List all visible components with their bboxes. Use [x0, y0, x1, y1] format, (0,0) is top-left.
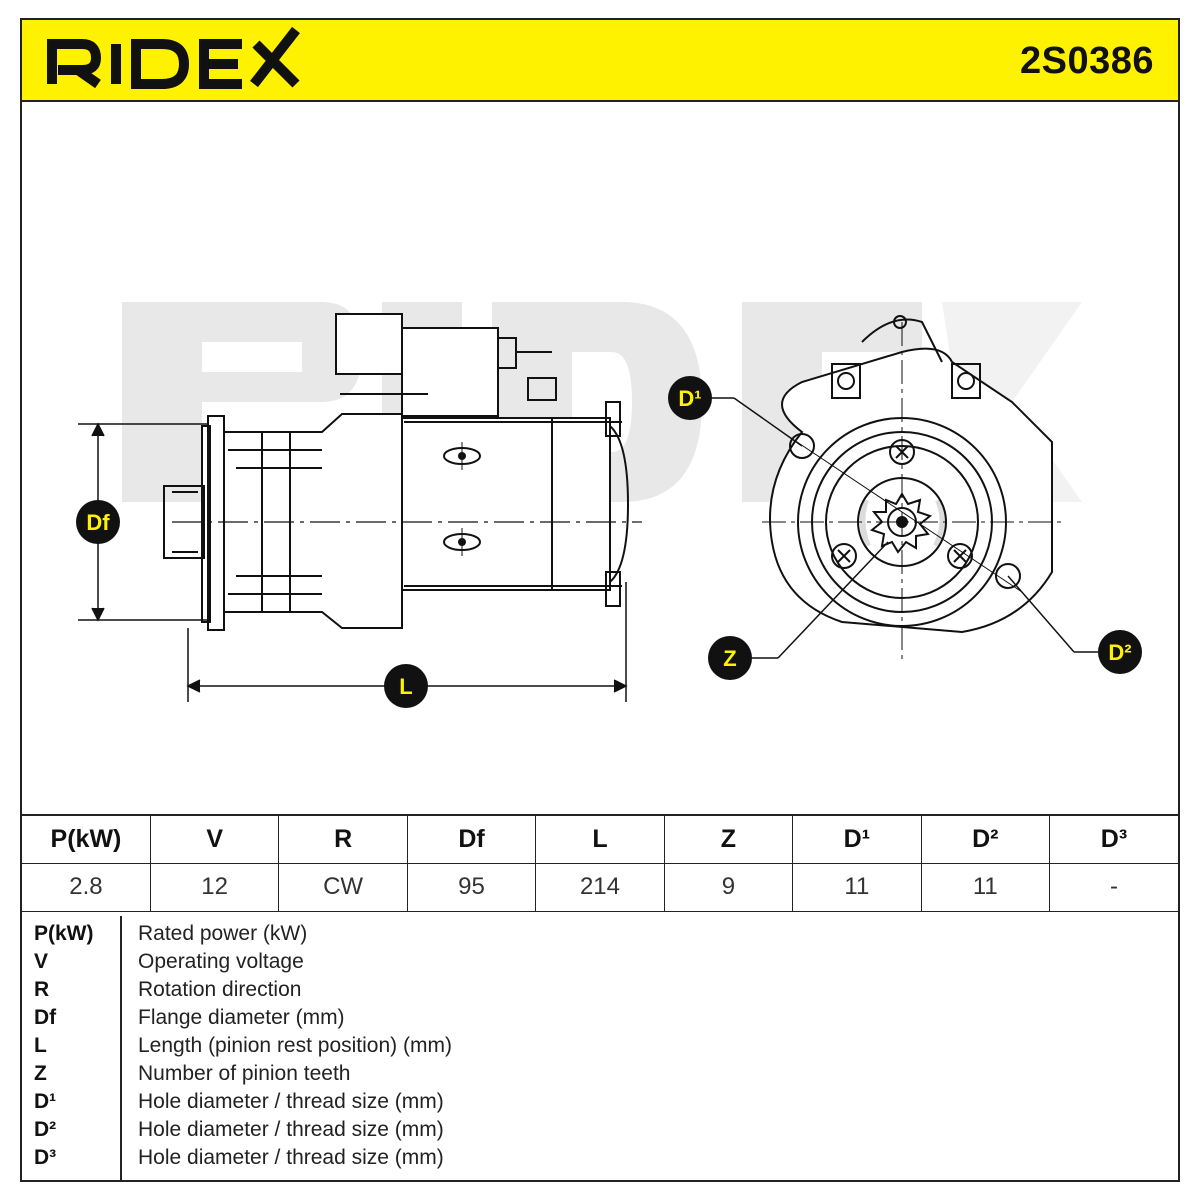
svg-text:Df: Df [86, 510, 110, 535]
legend-description: Number of pinion teeth [138, 1062, 351, 1085]
product-sheet: 2S0386 [20, 18, 1180, 1182]
df-callout: Df [76, 500, 120, 544]
legend-symbol: R [34, 978, 50, 1001]
legend-description: Hole diameter / thread size (mm) [138, 1118, 444, 1141]
legend-row: V Operating voltage [22, 950, 1178, 978]
spec-value-flange: 95 [406, 862, 537, 912]
spec-value-power: 2.8 [22, 862, 151, 912]
spec-header-flange: Df [406, 814, 537, 864]
legend-symbol: D³ [34, 1146, 57, 1169]
end-view [762, 315, 1062, 662]
spec-value-d2: 11 [920, 862, 1051, 912]
spec-value-d1: 11 [792, 862, 922, 912]
spec-value-voltage: 12 [149, 862, 280, 912]
spec-header-teeth: Z [663, 814, 794, 864]
legend-symbol: Df [34, 1006, 57, 1029]
spec-header-d2: D² [920, 814, 1051, 864]
legend-description: Length (pinion rest position) (mm) [138, 1034, 452, 1057]
part-number: 2S0386 [1019, 40, 1154, 82]
legend-description: Hole diameter / thread size (mm) [138, 1146, 444, 1169]
legend-symbol: V [34, 950, 49, 973]
legend-description: Hole diameter / thread size (mm) [138, 1090, 444, 1113]
legend-row: D² Hole diameter / thread size (mm) [22, 1118, 1178, 1146]
legend-divider [120, 916, 122, 1182]
legend-row: R Rotation direction [22, 978, 1178, 1006]
spec-value-length: 214 [535, 862, 665, 912]
legend-description: Rotation direction [138, 978, 302, 1001]
specs-header-row: P(kW) V R Df L Z D¹ D² D³ [22, 814, 1178, 864]
legend-symbol: L [34, 1034, 47, 1057]
starter-motor-drawing: Df L [76, 302, 1142, 708]
legend-row: D³ Hole diameter / thread size (mm) [22, 1146, 1178, 1174]
legend-description: Operating voltage [138, 950, 304, 973]
spec-value-d3: - [1049, 862, 1178, 912]
spec-header-d1: D¹ [792, 814, 922, 864]
legend-row: Z Number of pinion teeth [22, 1062, 1178, 1090]
legend-row: P(kW) Rated power (kW) [22, 922, 1178, 950]
specs-table: P(kW) V R Df L Z D¹ D² D³ 2.8 12 CW 95 2… [22, 814, 1178, 912]
spec-header-d3: D³ [1049, 814, 1178, 864]
spec-header-voltage: V [149, 814, 280, 864]
legend-row: L Length (pinion rest position) (mm) [22, 1034, 1178, 1062]
l-callout: L [384, 664, 428, 708]
spec-header-power: P(kW) [22, 814, 151, 864]
legend-row: D¹ Hole diameter / thread size (mm) [22, 1090, 1178, 1118]
legend-symbol: Z [34, 1062, 47, 1085]
svg-text:D²: D² [1108, 640, 1131, 665]
legend-description: Rated power (kW) [138, 922, 308, 945]
spec-header-rotation: R [278, 814, 408, 864]
legend-description: Flange diameter (mm) [138, 1006, 345, 1029]
legend: P(kW) Rated power (kW) V Operating volta… [22, 916, 1178, 1182]
svg-text:Z: Z [723, 646, 736, 671]
d1-callout: D¹ [668, 376, 803, 447]
svg-text:L: L [399, 674, 412, 699]
d2-callout: D² [1007, 575, 1142, 674]
svg-text:D¹: D¹ [678, 386, 701, 411]
technical-drawing: Df L [22, 102, 1178, 814]
z-callout: Z [708, 541, 889, 680]
legend-symbol: D² [34, 1118, 57, 1141]
spec-header-length: L [535, 814, 665, 864]
spec-value-rotation: CW [278, 862, 408, 912]
legend-symbol: D¹ [34, 1090, 57, 1113]
specs-value-row: 2.8 12 CW 95 214 9 11 11 - [22, 862, 1178, 912]
legend-symbol: P(kW) [34, 922, 94, 945]
header-bar: 2S0386 [22, 20, 1178, 102]
spec-value-teeth: 9 [663, 862, 794, 912]
legend-row: Df Flange diameter (mm) [22, 1006, 1178, 1034]
side-view [163, 313, 642, 631]
ridex-logo [47, 26, 300, 89]
